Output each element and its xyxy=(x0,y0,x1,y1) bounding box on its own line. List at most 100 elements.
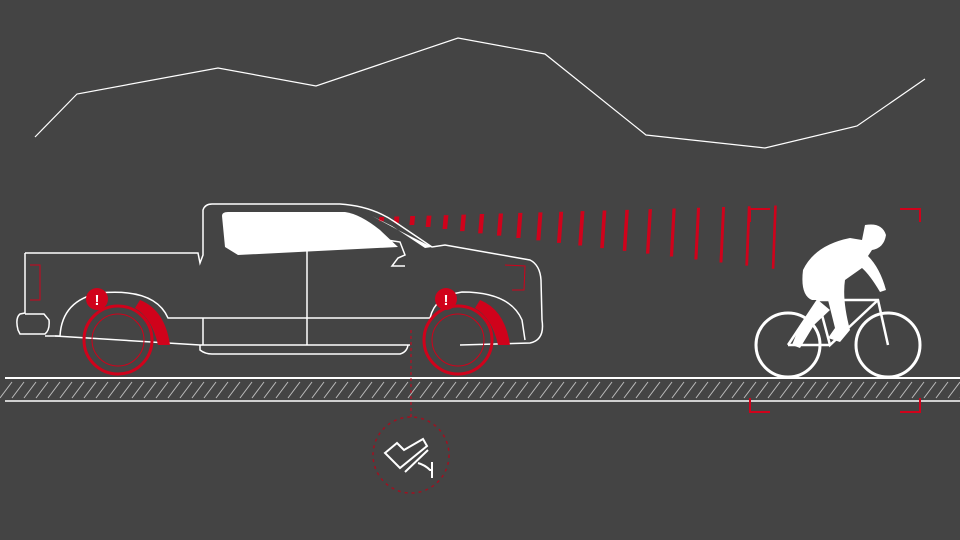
radar-dash xyxy=(600,210,607,249)
road-hatch xyxy=(311,381,325,399)
road-hatch xyxy=(755,381,769,399)
road-hatch xyxy=(263,381,277,399)
side-mirror xyxy=(386,239,406,267)
road-hatch xyxy=(731,381,745,399)
truck-windshield xyxy=(372,216,432,248)
radar-dash xyxy=(622,209,629,251)
road-hatch xyxy=(287,381,301,399)
svg-text:!: ! xyxy=(95,292,100,309)
road-hatch xyxy=(767,381,781,399)
road-hatch xyxy=(395,381,409,399)
road-hatch xyxy=(83,381,97,399)
road-hatch xyxy=(923,381,937,399)
road-hatch xyxy=(227,381,241,399)
road-hatch xyxy=(11,381,25,399)
radar-dash xyxy=(771,205,777,269)
road-hatch xyxy=(419,381,433,399)
road-hatch xyxy=(119,381,133,399)
cyclist xyxy=(754,224,922,379)
radar-dash xyxy=(496,213,504,236)
road-hatch xyxy=(191,381,205,399)
road-hatch xyxy=(479,381,493,399)
road-hatch xyxy=(371,381,385,399)
road-hatch xyxy=(35,381,49,399)
road-hatch xyxy=(815,381,829,399)
detection-bracket xyxy=(749,208,921,413)
radar-dash xyxy=(694,207,701,260)
radar-dash xyxy=(556,211,564,243)
road-hatch xyxy=(431,381,445,399)
road-hatch xyxy=(131,381,145,399)
road-hatch xyxy=(467,381,481,399)
road-hatch xyxy=(875,381,889,399)
road-hatch xyxy=(827,381,841,399)
radar-dash xyxy=(460,214,467,232)
rear-wheel xyxy=(82,300,170,376)
road-hatch xyxy=(635,381,649,399)
road-hatch xyxy=(887,381,901,399)
road-hatch xyxy=(599,381,613,399)
radar-dash xyxy=(536,212,543,241)
radar-dash xyxy=(516,212,523,238)
road-hatch xyxy=(791,381,805,399)
road-hatch xyxy=(47,381,61,399)
road-hatch xyxy=(95,381,109,399)
pickup-truck xyxy=(16,203,544,355)
road-hatch xyxy=(551,381,565,399)
road-hatch xyxy=(203,381,217,399)
road-hatch xyxy=(863,381,877,399)
road-hatch xyxy=(851,381,865,399)
radar-dash xyxy=(378,216,385,222)
road-hatch xyxy=(71,381,85,399)
road-hatch xyxy=(611,381,625,399)
road-hatch xyxy=(143,381,157,399)
road-hatch xyxy=(623,381,637,399)
front-wheel xyxy=(422,300,510,376)
road-hatch xyxy=(563,381,577,399)
radar-dash xyxy=(669,208,676,257)
road-hatch xyxy=(587,381,601,399)
road-hatch xyxy=(779,381,793,399)
radar-dash xyxy=(645,209,652,254)
road-hatch xyxy=(335,381,349,399)
road-hatch xyxy=(575,381,589,399)
road-hatch xyxy=(347,381,361,399)
road-hatch xyxy=(155,381,169,399)
road-hatch xyxy=(491,381,505,399)
road-hatch xyxy=(659,381,673,399)
road-hatch xyxy=(803,381,817,399)
road-hatch xyxy=(683,381,697,399)
radar-dash xyxy=(442,215,449,230)
road xyxy=(0,377,960,402)
road-hatch xyxy=(947,381,960,399)
road-hatch xyxy=(647,381,661,399)
road-hatch xyxy=(719,381,733,399)
road-hatch xyxy=(455,381,469,399)
radar-dash xyxy=(409,216,416,225)
road-hatch xyxy=(179,381,193,399)
road-hatch xyxy=(443,381,457,399)
road-hatch xyxy=(323,381,337,399)
road-hatch xyxy=(899,381,913,399)
road-hatch xyxy=(515,381,529,399)
road-hatch xyxy=(251,381,265,399)
radar-dash xyxy=(425,215,432,227)
road-hatch xyxy=(215,381,229,399)
road-hatch xyxy=(935,381,949,399)
camera-sensor-icon xyxy=(372,416,450,494)
road-hatch xyxy=(383,381,397,399)
road-hatch xyxy=(359,381,373,399)
brake-warning-icon: ! xyxy=(86,288,108,310)
road-hatch xyxy=(275,381,289,399)
road-hatch xyxy=(911,381,925,399)
svg-text:!: ! xyxy=(444,292,449,309)
radar-beam xyxy=(378,205,777,269)
road-hatch xyxy=(107,381,121,399)
road-hatch xyxy=(407,381,421,399)
road-hatch xyxy=(239,381,253,399)
road-hatch xyxy=(59,381,73,399)
road-hatch xyxy=(503,381,517,399)
road-hatch xyxy=(23,381,37,399)
